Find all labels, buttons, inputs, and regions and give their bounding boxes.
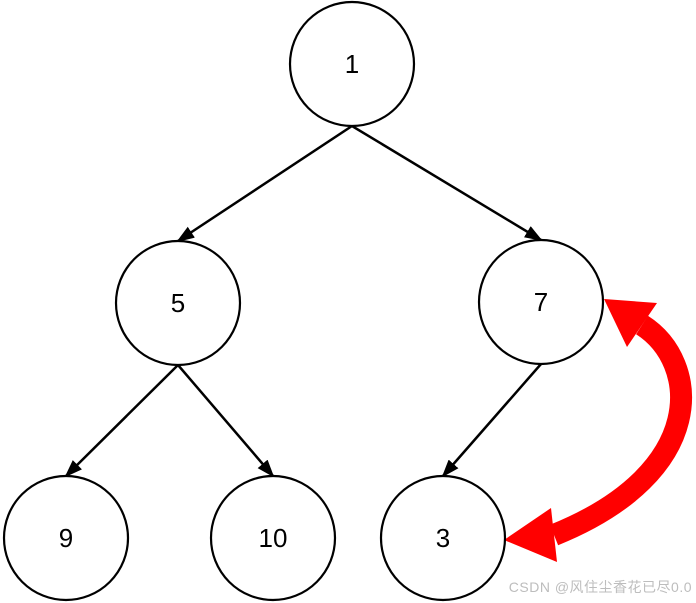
node-circle-10 (209, 474, 337, 602)
tree-node-9: 9 (2, 474, 130, 602)
node-circle-7 (477, 238, 605, 366)
node-circle-5 (114, 239, 242, 367)
swap-arrowhead-bottom-icon (504, 508, 557, 562)
node-label-7: 7 (534, 287, 548, 317)
node-label-1: 1 (345, 49, 359, 79)
tree-node-10: 10 (209, 474, 337, 602)
tree-node-1: 1 (288, 0, 416, 128)
watermark: CSDN @风住尘香花已尽0.0 (508, 579, 692, 595)
edge-7-to-3 (441, 363, 542, 478)
node-label-5: 5 (171, 288, 185, 318)
node-circle-9 (2, 474, 130, 602)
tree-node-7: 7 (477, 238, 605, 366)
node-label-3: 3 (436, 523, 450, 553)
swap-arrow-7-3 (504, 299, 692, 562)
edge-5-to-9 (64, 364, 179, 478)
node-label-9: 9 (59, 523, 73, 553)
swap-arrowhead-top-icon (604, 299, 657, 347)
edge-1-to-7 (351, 124, 543, 242)
node-circle-1 (288, 0, 416, 128)
node-label-10: 10 (259, 523, 288, 553)
edge-5-to-10 (177, 364, 275, 478)
swap-arrow-tail (549, 315, 692, 546)
tree-nodes: 1 5 7 9 10 3 (2, 0, 605, 602)
tree-edges (64, 124, 543, 478)
edge-1-to-5 (176, 124, 353, 243)
tree-node-3: 3 (379, 474, 507, 602)
tree-node-5: 5 (114, 239, 242, 367)
node-circle-3 (379, 474, 507, 602)
